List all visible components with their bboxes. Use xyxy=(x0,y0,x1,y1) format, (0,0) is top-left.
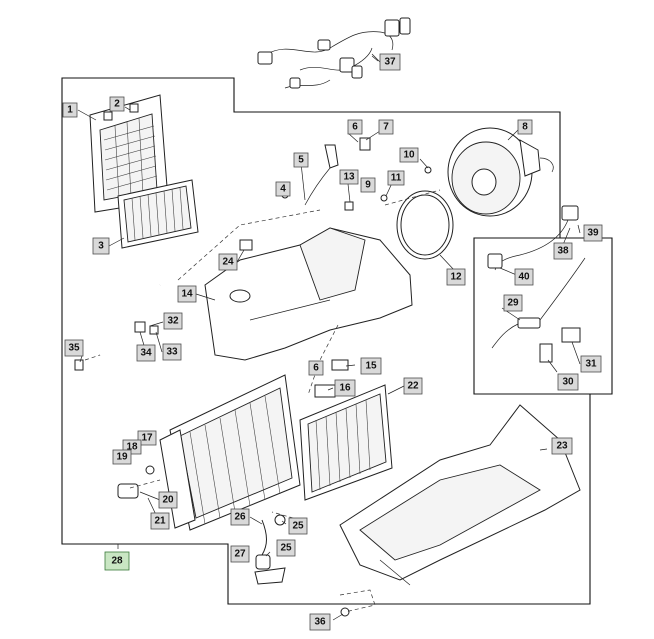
evaporator-core xyxy=(117,374,301,531)
callout-21: 21 xyxy=(150,512,170,530)
callout-39-label: 39 xyxy=(587,228,599,239)
callout-38-label: 38 xyxy=(557,246,569,257)
callout-22: 22 xyxy=(403,377,423,395)
lower-housing xyxy=(339,404,581,586)
callout-14-label: 14 xyxy=(181,289,193,300)
callout-22-label: 22 xyxy=(407,381,419,392)
callout-15: 15 xyxy=(360,357,382,375)
callout-3: 3 xyxy=(92,237,110,255)
callout-31-label: 31 xyxy=(585,359,597,370)
callout-10: 10 xyxy=(399,147,419,163)
callout-32-label: 32 xyxy=(167,316,179,327)
callout-1-label: 1 xyxy=(67,105,73,116)
callout-2-label: 2 xyxy=(114,99,120,110)
drain-tube xyxy=(254,514,286,585)
callout-8: 8 xyxy=(517,119,533,135)
callout-4-label: 4 xyxy=(280,184,286,195)
callout-13: 13 xyxy=(339,169,359,185)
alignment-lines xyxy=(84,189,441,613)
callout-27-label: 27 xyxy=(234,549,246,560)
callout-25a: 25 xyxy=(288,517,308,535)
callout-33: 33 xyxy=(162,343,182,361)
callout-26-label: 26 xyxy=(234,512,246,523)
callout-33-label: 33 xyxy=(166,347,178,358)
air-filter xyxy=(117,179,199,249)
callout-29: 29 xyxy=(503,294,523,312)
callout-5-label: 5 xyxy=(298,155,304,166)
callout-36-label: 36 xyxy=(314,617,326,628)
callout-3-label: 3 xyxy=(98,241,104,252)
callout-17: 17 xyxy=(137,430,157,446)
callout-30: 30 xyxy=(557,373,579,391)
callout-5: 5 xyxy=(293,152,309,168)
callout-34-label: 34 xyxy=(140,348,152,359)
callout-7: 7 xyxy=(378,119,394,135)
callout-6b-label: 6 xyxy=(313,363,319,374)
callout-11-label: 11 xyxy=(391,173,402,184)
callout-35-label: 35 xyxy=(68,343,80,354)
callout-32: 32 xyxy=(163,312,183,330)
blower-ring xyxy=(396,190,454,260)
callout-27: 27 xyxy=(230,545,250,563)
harness-subframe xyxy=(474,237,613,395)
callout-18-label: 18 xyxy=(126,442,138,453)
callout-24-label: 24 xyxy=(222,257,234,268)
callout-40-label: 40 xyxy=(518,272,530,283)
harness-parts xyxy=(487,205,586,363)
callout-21-label: 21 xyxy=(154,516,166,527)
callout-37-label: 37 xyxy=(384,57,396,68)
callout-38: 38 xyxy=(553,242,573,260)
callout-13-label: 13 xyxy=(343,172,355,183)
heater-core xyxy=(299,384,393,501)
callout-6a: 6 xyxy=(347,119,363,135)
callout-16-label: 16 xyxy=(339,383,351,394)
callout-1: 1 xyxy=(62,102,78,118)
grille-panel xyxy=(89,94,169,213)
callout-39: 39 xyxy=(583,224,603,242)
callout-14: 14 xyxy=(177,285,197,303)
callout-17-label: 17 xyxy=(141,433,153,444)
wiring-harness-37 xyxy=(257,17,411,89)
callout-2: 2 xyxy=(109,96,125,112)
callout-37: 37 xyxy=(379,53,401,71)
callout-12-label: 12 xyxy=(450,272,462,283)
callout-9: 9 xyxy=(360,177,376,193)
callout-12: 12 xyxy=(446,268,466,286)
callout-34: 34 xyxy=(136,344,156,362)
callout-23-label: 23 xyxy=(556,441,568,452)
callout-28-label: 28 xyxy=(111,556,123,567)
callout-6a-label: 6 xyxy=(352,122,358,133)
callout-4: 4 xyxy=(275,181,291,197)
callout-23: 23 xyxy=(551,437,573,455)
drain-hose xyxy=(74,284,162,371)
callout-15-label: 15 xyxy=(365,361,377,372)
callout-35: 35 xyxy=(64,339,84,357)
callout-11: 11 xyxy=(387,170,405,186)
callout-29-label: 29 xyxy=(507,298,519,309)
callout-20-label: 20 xyxy=(162,495,174,506)
callout-25b-label: 25 xyxy=(280,543,292,554)
callout-16: 16 xyxy=(334,379,356,397)
callout-8-label: 8 xyxy=(522,122,528,133)
callout-26: 26 xyxy=(230,508,250,526)
callout-31: 31 xyxy=(580,355,602,373)
callout-19: 19 xyxy=(112,449,132,465)
callout-25a-label: 25 xyxy=(292,521,304,532)
callout-10-label: 10 xyxy=(403,150,415,161)
callout-25b: 25 xyxy=(276,539,296,557)
callout-9-label: 9 xyxy=(365,180,371,191)
callout-24: 24 xyxy=(218,253,238,271)
blower-motor xyxy=(447,127,554,217)
callout-28: 28 xyxy=(104,551,130,571)
callout-20: 20 xyxy=(158,491,178,509)
callout-19-label: 19 xyxy=(116,452,128,463)
upper-housing xyxy=(204,227,413,361)
callout-40: 40 xyxy=(514,268,534,286)
callout-6b: 6 xyxy=(308,360,324,376)
callout-7-label: 7 xyxy=(383,122,389,133)
callout-30-label: 30 xyxy=(562,377,574,388)
callout-36: 36 xyxy=(309,613,331,631)
